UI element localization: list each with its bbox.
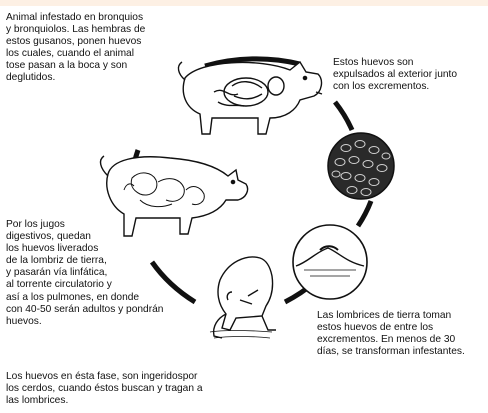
top-strip	[0, 0, 488, 6]
stage4-caption: Las lombrices de tierra toman estos huev…	[317, 310, 465, 358]
cycle-arc-bottom-left	[149, 260, 197, 305]
stage5-caption: Los huevos en ésta fase, son ingeridospo…	[6, 371, 203, 407]
stage2-caption: Estos huevos son expulsados al exterior …	[333, 57, 458, 93]
cycle-arc-upper-right	[333, 100, 355, 132]
pig-with-lungs-icon	[177, 60, 323, 135]
pig-rooting-icon	[209, 256, 276, 339]
stage3-caption: Por los jugos digestivos, quedan los hue…	[6, 219, 164, 327]
cycle-arc-top	[204, 56, 301, 69]
pig-digestive-icon	[99, 155, 249, 237]
earthworm-mound-icon	[292, 224, 368, 300]
stage1-caption: Animal infestado en bronquios y bronquio…	[6, 12, 146, 84]
egg-mass-icon	[327, 132, 395, 200]
cycle-arc-right	[355, 200, 374, 228]
